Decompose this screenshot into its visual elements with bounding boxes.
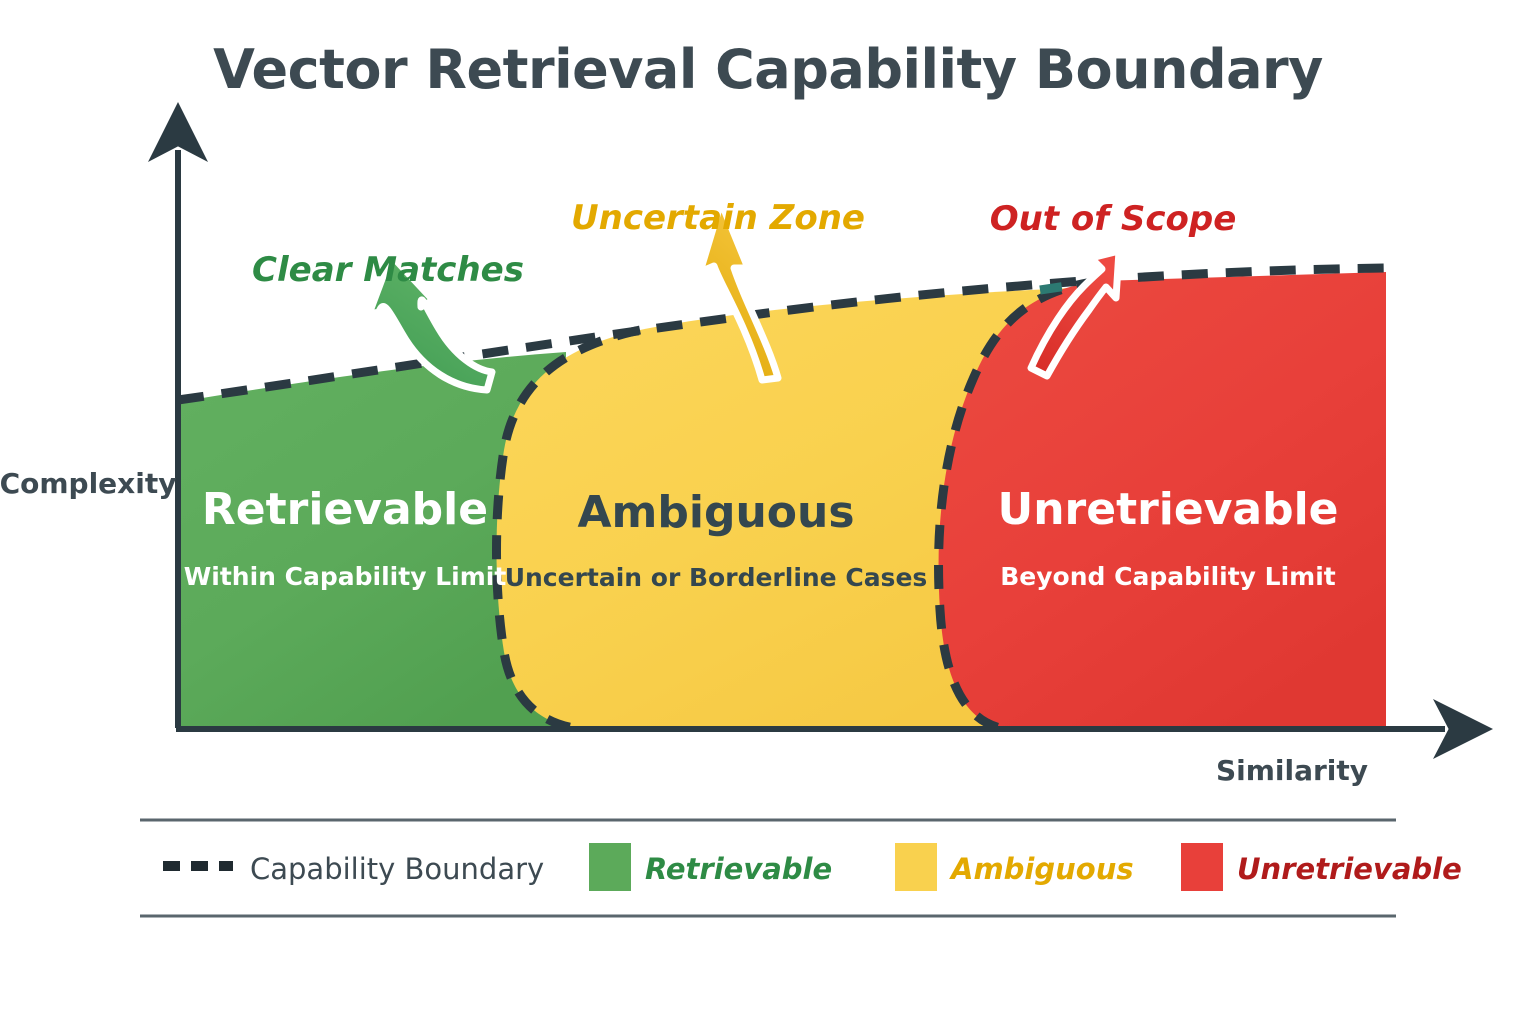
legend-label-unretrievable: Unretrievable	[1237, 852, 1462, 886]
legend-item-retrievable[interactable]: Retrievable	[589, 843, 832, 891]
annotation-uncertain-zone: Uncertain Zone	[571, 198, 865, 238]
out-of-scope-arrow-icon	[1027, 247, 1123, 380]
boundary-green-yellow	[492, 325, 641, 733]
legend-swatch-unretrievable	[1181, 843, 1223, 891]
zone-subtitle-ambiguous: Uncertain or Borderline Cases	[505, 563, 928, 592]
legend-item-ambiguous[interactable]: Ambiguous	[895, 843, 1134, 891]
legend-label-ambiguous: Ambiguous	[949, 852, 1134, 886]
zone-title-ambiguous: Ambiguous	[577, 487, 854, 538]
zone-subtitle-unretrievable: Beyond Capability Limit	[1000, 562, 1336, 591]
region-retrievable	[178, 352, 566, 728]
clear-matches-arrow-icon	[365, 251, 496, 394]
annotation-out-of-scope: Out of Scope	[990, 199, 1237, 239]
boundary-accent	[1039, 271, 1161, 295]
boundary-yellow-red	[934, 276, 1101, 733]
legend-label-retrievable: Retrievable	[645, 852, 832, 886]
region-ambiguous	[496, 288, 1070, 728]
legend-item-capability-boundary[interactable]: Capability Boundary	[163, 852, 544, 886]
annotation-clear-matches: Clear Matches	[252, 250, 524, 290]
zone-title-retrievable: Retrievable	[202, 484, 488, 535]
page-title: Vector Retrieval Capability Boundary	[213, 38, 1323, 101]
legend-swatch-ambiguous	[895, 843, 937, 891]
capability-boundary-curve	[177, 263, 1389, 405]
x-axis-label: Similarity	[1216, 754, 1368, 787]
region-unretrievable	[938, 272, 1386, 728]
y-axis-label: Complexity	[0, 467, 176, 500]
legend-item-unretrievable[interactable]: Unretrievable	[1181, 843, 1462, 891]
zone-subtitle-retrievable: Within Capability Limit	[184, 562, 507, 591]
legend-swatch-retrievable	[589, 843, 631, 891]
zone-title-unretrievable: Unretrievable	[997, 484, 1338, 535]
uncertain-zone-arrow-icon	[696, 198, 782, 384]
legend-label-capability-boundary: Capability Boundary	[250, 852, 544, 886]
